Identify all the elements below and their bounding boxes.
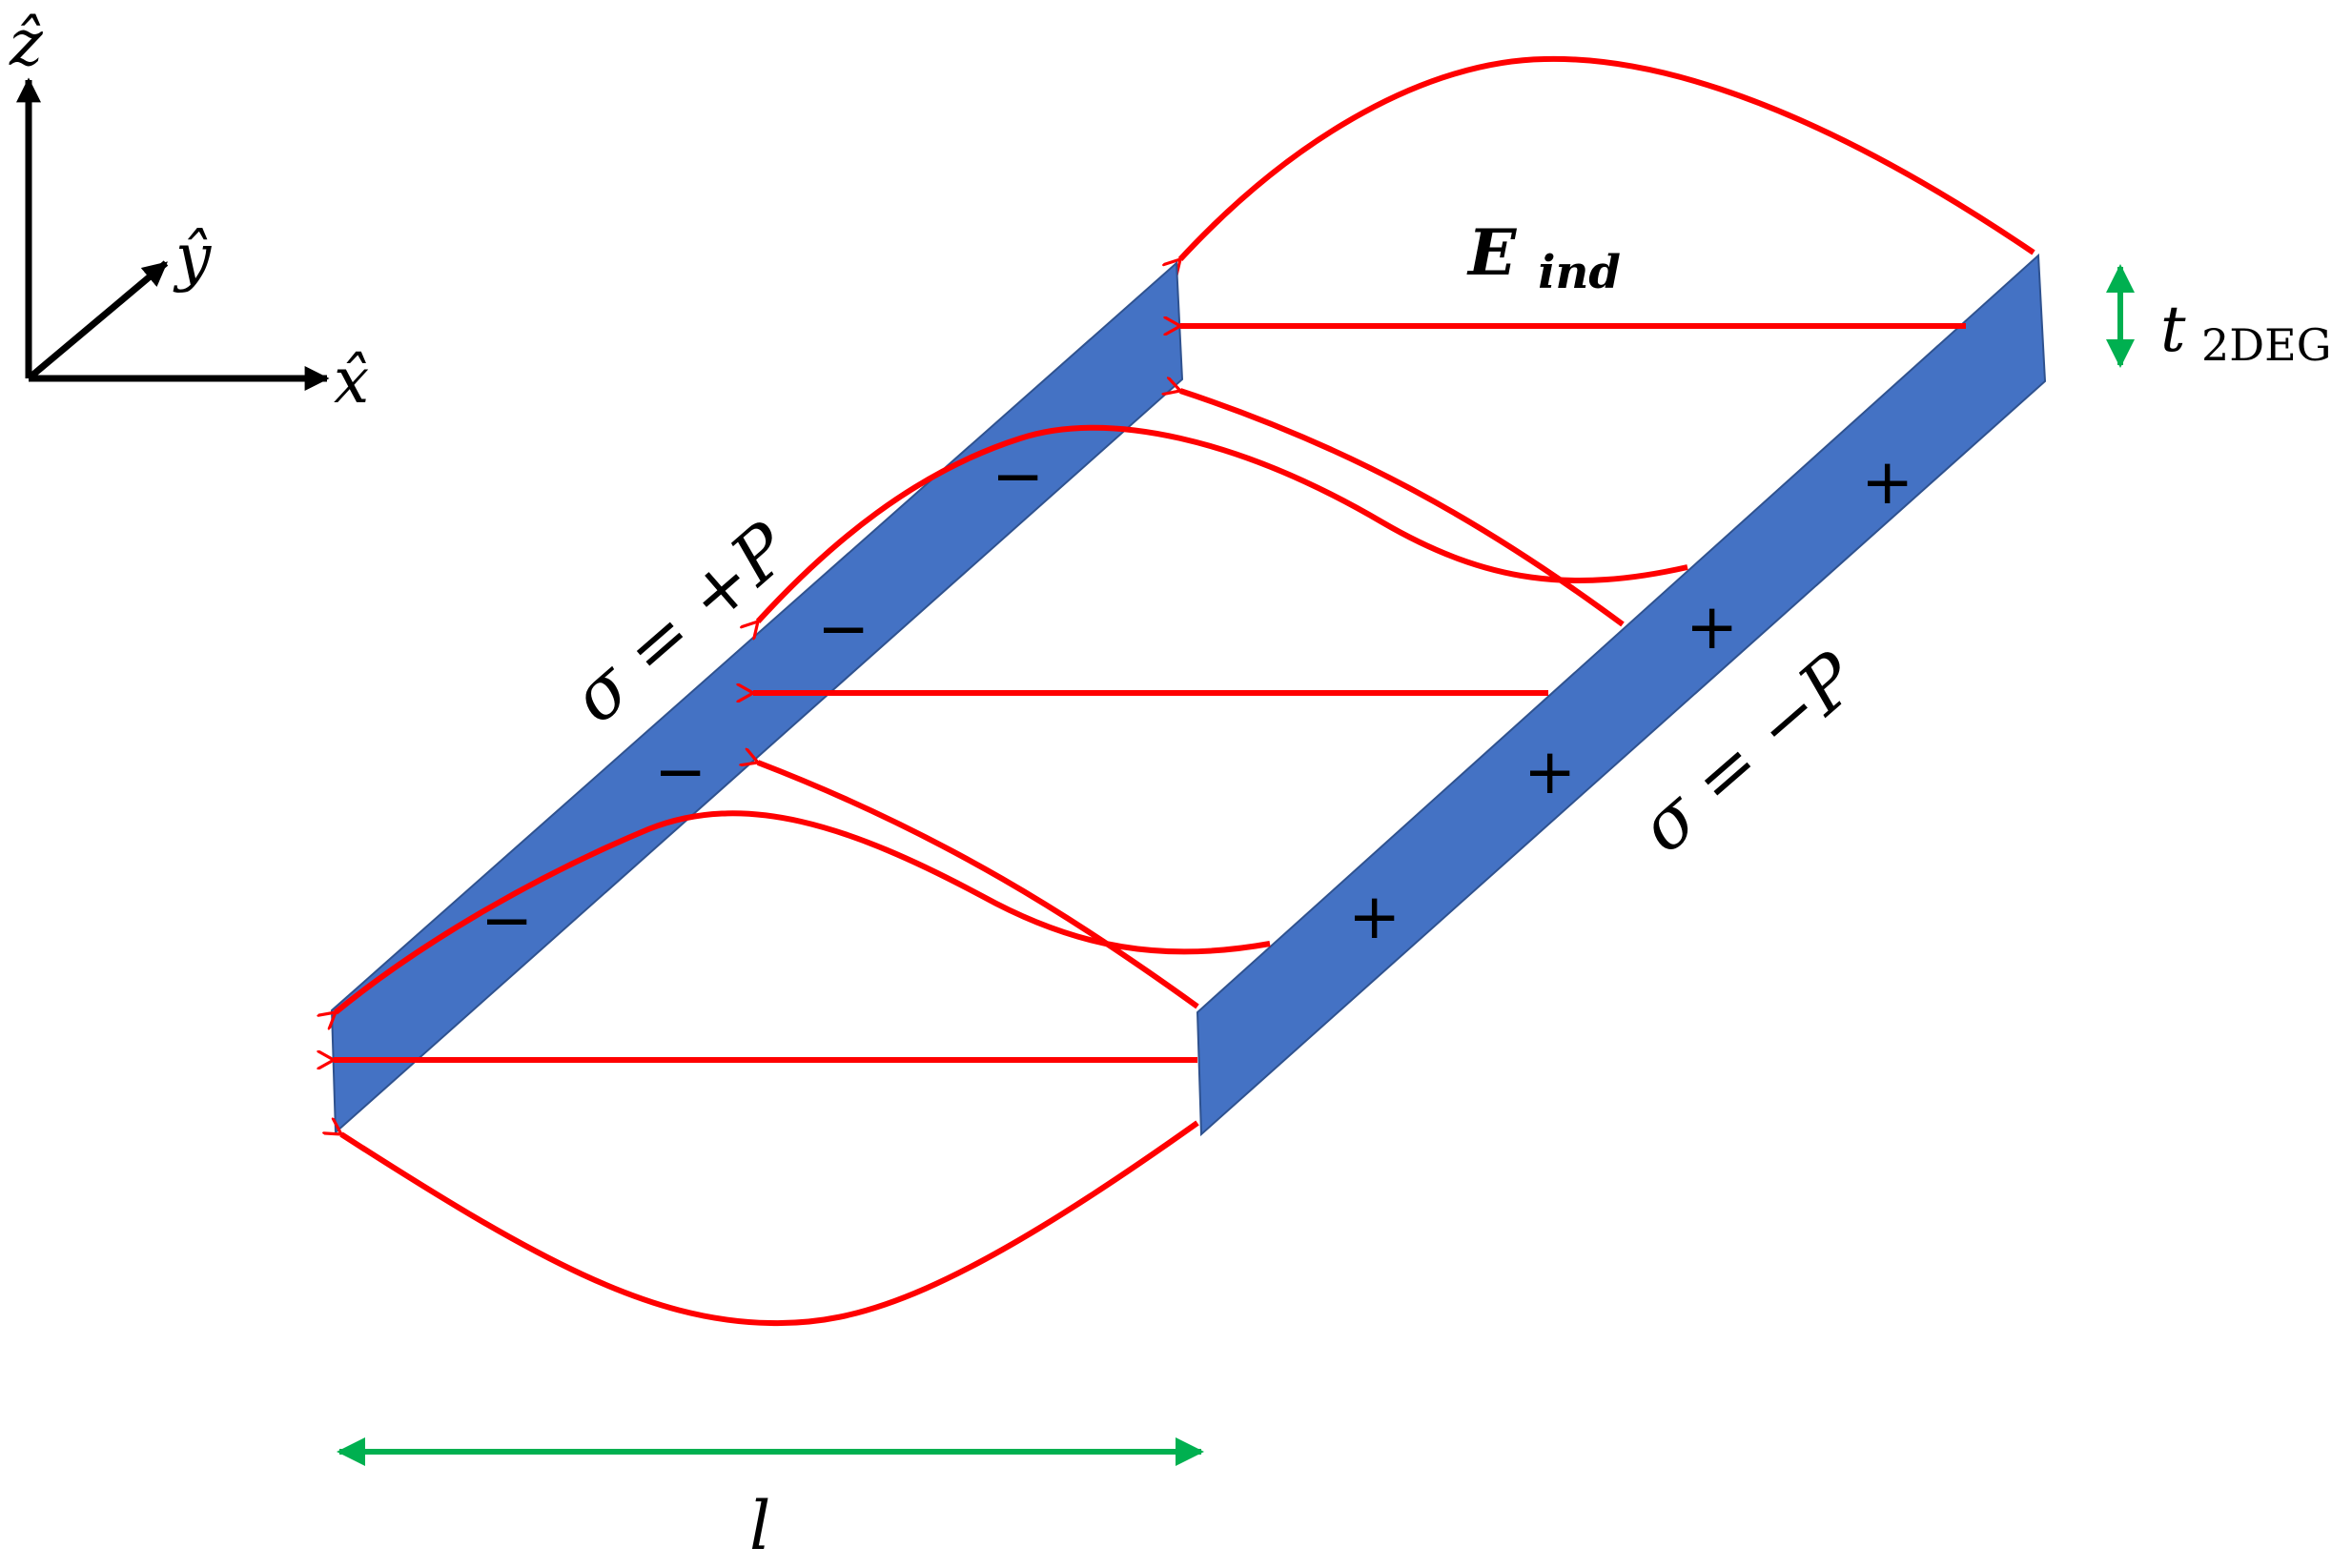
field-line-upper-cross <box>1180 391 1625 627</box>
plus-sign: + <box>1686 590 1738 663</box>
right-strip-charges: + + + + <box>1348 445 1913 953</box>
left-electrode-strip <box>330 260 1184 1135</box>
field-line-bottom-loop <box>341 1123 1199 1327</box>
field-line-top-loop <box>1180 55 2035 259</box>
plus-sign: + <box>1348 880 1401 953</box>
coordinate-axes: ẑ ŷ x̂ <box>9 7 369 417</box>
y-axis-arrow <box>26 260 169 381</box>
thickness-label-main: t <box>2160 293 2186 366</box>
minus-sign: − <box>481 884 533 957</box>
y-axis-label: ŷ <box>173 220 212 294</box>
left-strip-charges: − − − − <box>481 439 1044 957</box>
minus-sign: − <box>654 735 706 808</box>
thickness-label-subscript: 2DEG <box>2201 319 2331 371</box>
x-axis-label: x̂ <box>334 344 369 417</box>
length-label: l <box>749 1487 770 1565</box>
field-label-main: E <box>1466 215 1518 290</box>
field-label: E ind <box>1466 215 1621 299</box>
z-axis-label: ẑ <box>9 7 44 80</box>
field-line-upper-sweep <box>758 424 1688 621</box>
minus-sign: − <box>817 592 869 665</box>
field-label-subscript: ind <box>1538 246 1621 299</box>
field-line-lower-cross <box>758 763 1199 1009</box>
minus-sign: − <box>992 439 1044 513</box>
right-electrode-strip <box>1196 253 2047 1137</box>
plus-sign: + <box>1524 735 1576 808</box>
thickness-label: t 2DEG <box>2160 293 2332 371</box>
plus-sign: + <box>1861 445 1913 519</box>
